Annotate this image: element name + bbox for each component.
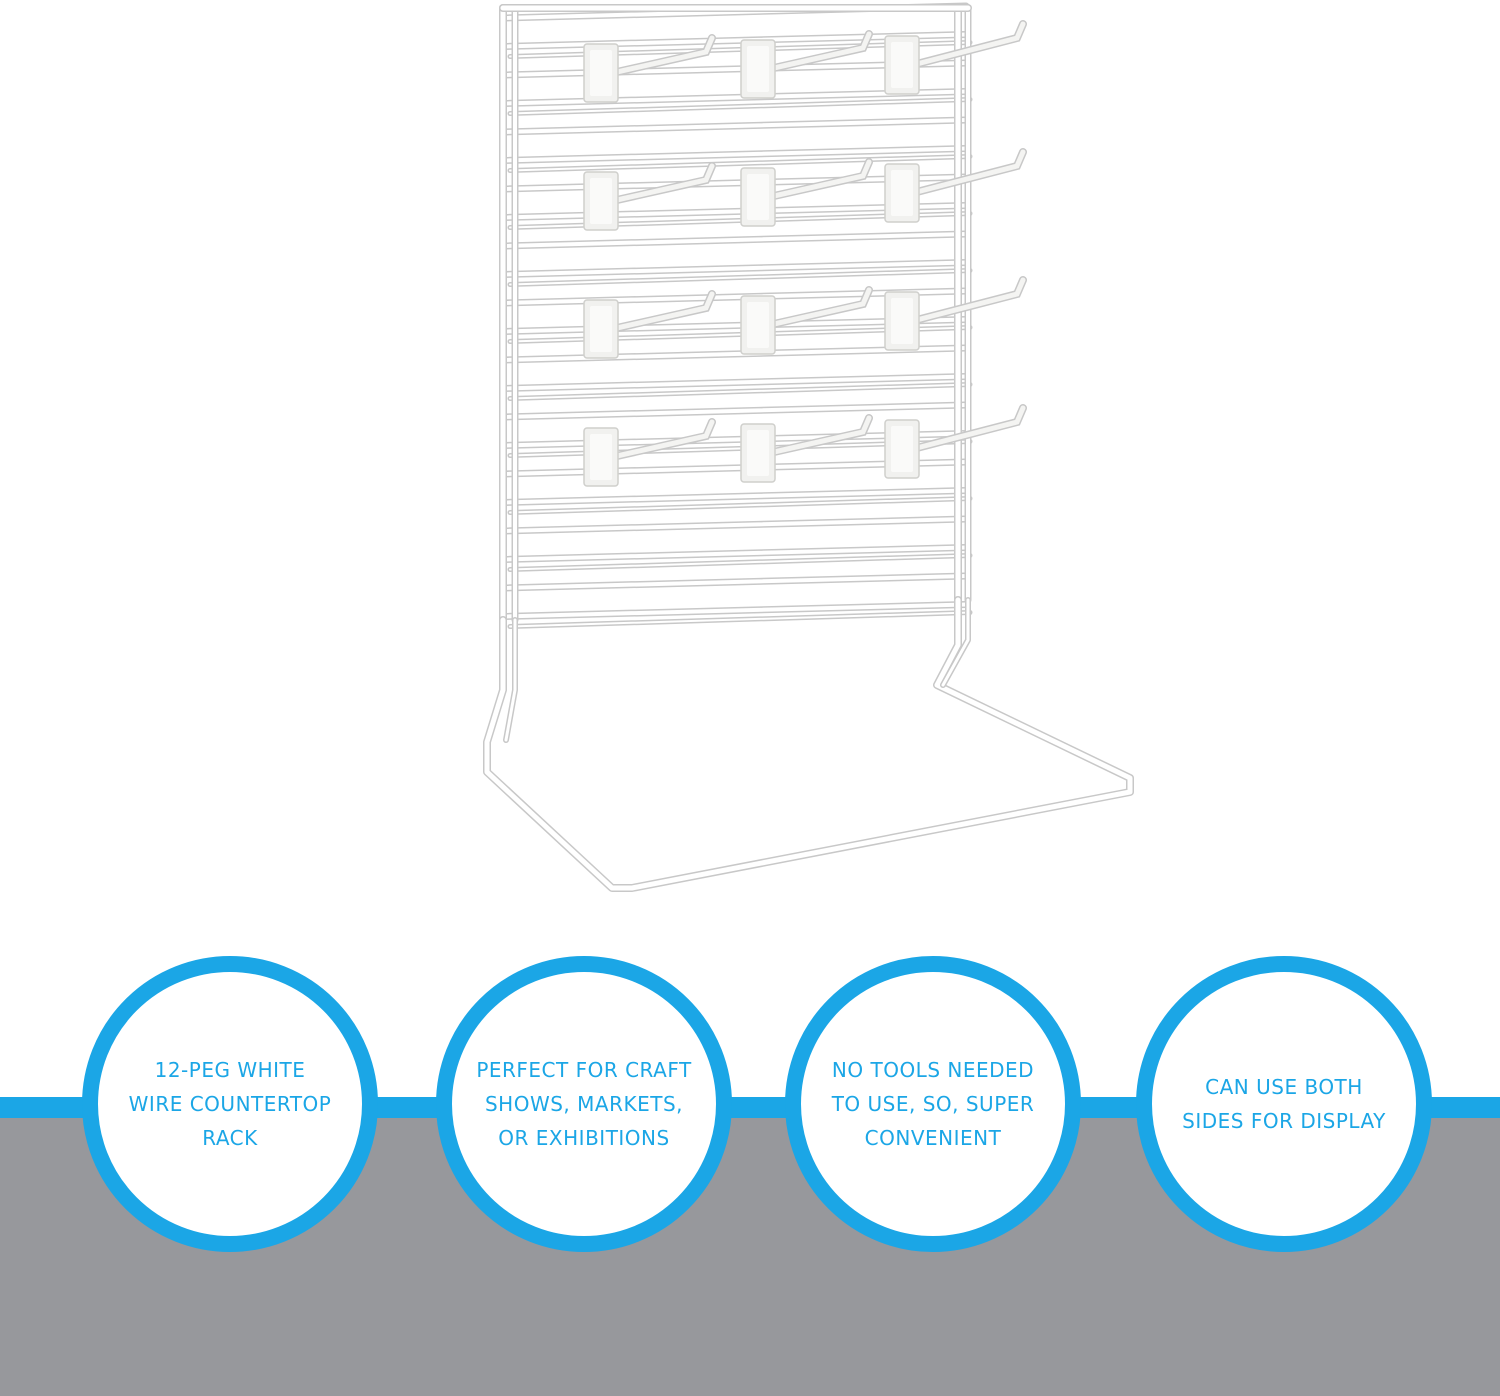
rack-horizontal-wire	[501, 488, 968, 505]
feature-text-1: 12-PEG WHITE WIRE COUNTERTOP RACK	[128, 1058, 332, 1150]
feature-circle-1: 12-PEG WHITE WIRE COUNTERTOP RACK	[82, 956, 378, 1252]
rack-horizontal-wire	[501, 374, 968, 391]
rack-right-leg-inner	[941, 598, 970, 687]
peg-hook	[740, 414, 873, 483]
rack-back-wire	[509, 269, 971, 286]
peg-hook	[740, 286, 873, 355]
peg-hook	[583, 34, 716, 103]
feature-circle-3: NO TOOLS NEEDED TO USE, SO, SUPER CONVEN…	[785, 956, 1081, 1252]
peg-hook	[884, 276, 1027, 351]
peg-hook	[583, 290, 716, 359]
feature-text-2: PERFECT FOR CRAFT SHOWS, MARKETS, OR EXH…	[476, 1058, 692, 1150]
rack-back-wire	[509, 611, 971, 628]
feature-text-4: CAN USE BOTH SIDES FOR DISPLAY	[1182, 1075, 1386, 1133]
rack-horizontal-wire	[501, 403, 968, 419]
rack-back-wire	[509, 554, 971, 571]
rack-horizontal-wire	[501, 146, 968, 163]
rack-base-front	[484, 597, 1133, 891]
rack-pegs	[583, 20, 1027, 487]
rack-left-leg-inner	[504, 618, 517, 742]
rack-horizontal-wire	[501, 118, 968, 134]
rack-back-wire	[509, 98, 971, 115]
peg-hook	[884, 20, 1027, 95]
rack-base-front-outline	[483, 596, 1134, 892]
rack-horizontal-wire	[501, 574, 968, 590]
rack-horizontal-wire	[501, 517, 968, 533]
rack-back-wire	[509, 383, 971, 400]
rack-horizontal-wire	[501, 232, 968, 248]
peg-hook	[740, 158, 873, 227]
rack-back-wire	[509, 155, 971, 172]
product-image	[483, 2, 1134, 892]
peg-hook	[740, 30, 873, 99]
rack-horizontal-wire	[501, 545, 968, 562]
rack-horizontal-wire	[501, 260, 968, 277]
rack-horizontal-wire	[501, 602, 968, 619]
peg-hook	[583, 162, 716, 231]
peg-hook	[583, 418, 716, 487]
feature-circle-2: PERFECT FOR CRAFT SHOWS, MARKETS, OR EXH…	[436, 956, 732, 1252]
rack-back-wire	[509, 497, 971, 514]
feature-circle-4: CAN USE BOTH SIDES FOR DISPLAY	[1136, 956, 1432, 1252]
peg-hook	[884, 404, 1027, 479]
feature-text-3: NO TOOLS NEEDED TO USE, SO, SUPER CONVEN…	[831, 1058, 1035, 1150]
peg-hook	[884, 148, 1027, 223]
